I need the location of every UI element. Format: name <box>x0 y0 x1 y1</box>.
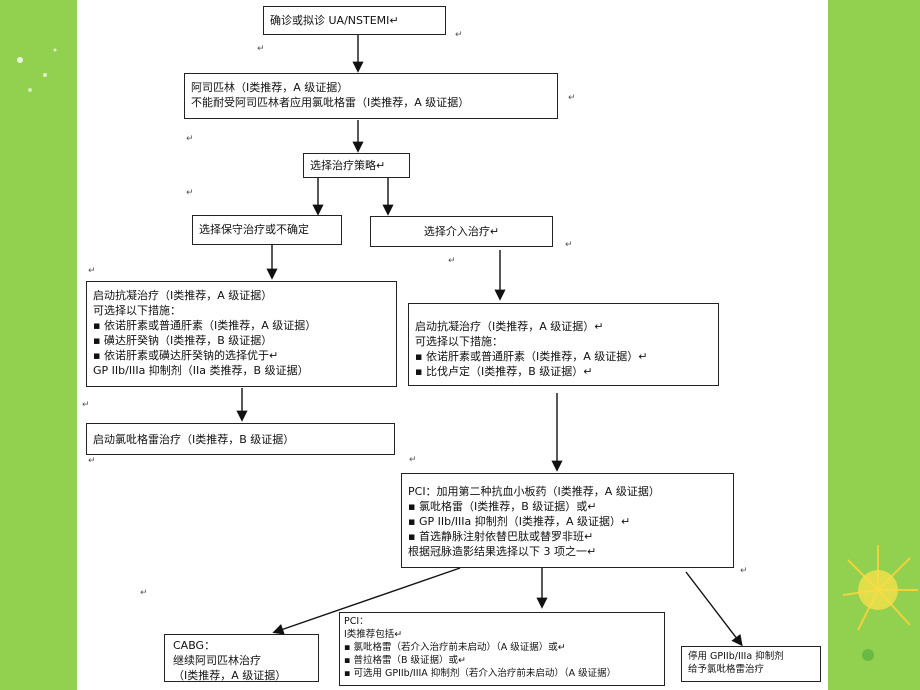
stop-gp-line-2: 给予氯吡格雷治疗 <box>688 664 765 675</box>
anticoag-left-line-2: 可选择以下措施： <box>93 304 181 317</box>
anticoag-right-line-1: 启动抗凝治疗（Ⅰ类推荐，A 级证据）↵ <box>415 320 604 333</box>
return-mark: ↵ <box>257 44 265 54</box>
clopidogrel-text: 启动氯吡格雷治疗（Ⅰ类推荐，B 级证据） <box>93 433 295 446</box>
cabg-line-3: （Ⅰ类推荐，A 级证据） <box>173 669 287 682</box>
green-background-left <box>0 0 77 690</box>
clopidogrel-box: 启动氯吡格雷治疗（Ⅰ类推荐，B 级证据） <box>86 423 395 455</box>
return-mark: ↵ <box>88 266 96 276</box>
pci-main-line-5: 根据冠脉造影结果选择以下 3 项之一↵ <box>408 545 597 558</box>
arrow-pci-stop <box>685 571 743 647</box>
arrow-pci-cabg <box>272 567 461 635</box>
cabg-line-1: CABG： <box>173 639 216 652</box>
anticoag-left-line-1: 启动抗凝治疗（Ⅰ类推荐，A 级证据） <box>93 289 273 302</box>
return-mark: ↵ <box>186 188 194 198</box>
anticoag-right-line-2: 可选择以下措施： <box>415 335 503 348</box>
return-mark: ↵ <box>409 455 417 465</box>
pci-main-line-3: ▪ GP IIb/IIIa 抑制剂（Ⅰ类推荐，A 级证据）↵ <box>408 515 631 528</box>
anticoag-right-box: 启动抗凝治疗（Ⅰ类推荐，A 级证据）↵ 可选择以下措施： ▪ 依诺肝素或普通肝素… <box>408 303 719 386</box>
anticoag-right-line-3: ▪ 依诺肝素或普通肝素（Ⅰ类推荐，A 级证据）↵ <box>415 350 648 363</box>
return-mark: ↵ <box>568 93 576 103</box>
stop-gp-box: 停用 GPIIb/IIIa 抑制剂 给予氯吡格雷治疗 <box>681 646 821 682</box>
pci-main-line-1: PCI：加用第二种抗血小板药（Ⅰ类推荐，A 级证据） <box>408 485 660 498</box>
anticoag-right-line-4: ▪ 比伐卢定（Ⅰ类推荐，B 级证据）↵ <box>415 365 593 378</box>
strategy-text: 选择治疗策略↵ <box>310 159 386 172</box>
pci-sub-line-2: Ⅰ类推荐包括↵ <box>344 629 403 640</box>
cabg-box: CABG： 继续阿司匹林治疗 （Ⅰ类推荐，A 级证据） <box>164 634 319 682</box>
invasive-box: 选择介入治疗↵ <box>370 216 553 247</box>
diagnosis-box: 确诊或拟诊 UA/NSTEMI↵ <box>263 6 446 35</box>
return-mark: ↵ <box>140 588 148 598</box>
cabg-line-2: 继续阿司匹林治疗 <box>173 654 261 667</box>
return-mark: ↵ <box>455 30 463 40</box>
pci-sub-line-3: ▪ 氯吡格雷（若介入治疗前未启动）（A 级证据）或↵ <box>344 642 566 653</box>
pci-sub-line-1: PCI： <box>344 616 369 627</box>
return-mark: ↵ <box>740 566 748 576</box>
return-mark: ↵ <box>88 456 96 466</box>
anticoag-left-line-5: ▪ 依诺肝素或磺达肝癸钠的选择优于↵ <box>93 349 279 362</box>
stop-gp-line-1: 停用 GPIIb/IIIa 抑制剂 <box>688 651 784 662</box>
anticoag-left-line-3: ▪ 依诺肝素或普通肝素（Ⅰ类推荐，A 级证据） <box>93 319 317 332</box>
return-mark: ↵ <box>448 256 456 266</box>
conservative-text: 选择保守治疗或不确定 <box>199 223 309 236</box>
anticoag-left-line-6: GP IIb/IIIa 抑制剂（IIa 类推荐，B 级证据） <box>93 364 309 377</box>
pci-main-line-4: ▪ 首选静脉注射依替巴肽或替罗非班↵ <box>408 530 594 543</box>
dandelion-decoration <box>842 545 918 661</box>
return-mark: ↵ <box>186 134 194 144</box>
return-mark: ↵ <box>82 400 90 410</box>
aspirin-box: 阿司匹林（Ⅰ类推荐，A 级证据） 不能耐受阿司匹林者应用氯吡格雷（Ⅰ类推荐，A … <box>184 73 558 119</box>
sparkle-decoration <box>17 48 57 92</box>
strategy-box: 选择治疗策略↵ <box>303 153 410 178</box>
aspirin-line-1: 阿司匹林（Ⅰ类推荐，A 级证据） <box>191 81 349 94</box>
invasive-text: 选择介入治疗↵ <box>423 225 500 238</box>
aspirin-line-2: 不能耐受阿司匹林者应用氯吡格雷（Ⅰ类推荐，A 级证据） <box>191 96 470 109</box>
diagnosis-text: 确诊或拟诊 UA/NSTEMI↵ <box>270 14 399 27</box>
pci-main-line-2: ▪ 氯吡格雷（Ⅰ类推荐，B 级证据）或↵ <box>408 500 597 513</box>
pci-sub-line-4: ▪ 普拉格雷（B 级证据）或↵ <box>344 655 466 666</box>
anticoag-left-box: 启动抗凝治疗（Ⅰ类推荐，A 级证据） 可选择以下措施： ▪ 依诺肝素或普通肝素（… <box>86 281 397 387</box>
anticoag-left-line-4: ▪ 磺达肝癸钠（Ⅰ类推荐，B 级证据） <box>93 334 273 347</box>
conservative-box: 选择保守治疗或不确定 <box>192 215 342 245</box>
pci-sub-line-5: ▪ 可选用 GPIIb/IIIA 抑制剂（若介入治疗前未启动）（A 级证据） <box>344 668 617 679</box>
pci-sub-box: PCI： Ⅰ类推荐包括↵ ▪ 氯吡格雷（若介入治疗前未启动）（A 级证据）或↵ … <box>339 612 665 686</box>
return-mark: ↵ <box>565 240 573 250</box>
pci-main-box: PCI：加用第二种抗血小板药（Ⅰ类推荐，A 级证据） ▪ 氯吡格雷（Ⅰ类推荐，B… <box>401 473 734 568</box>
